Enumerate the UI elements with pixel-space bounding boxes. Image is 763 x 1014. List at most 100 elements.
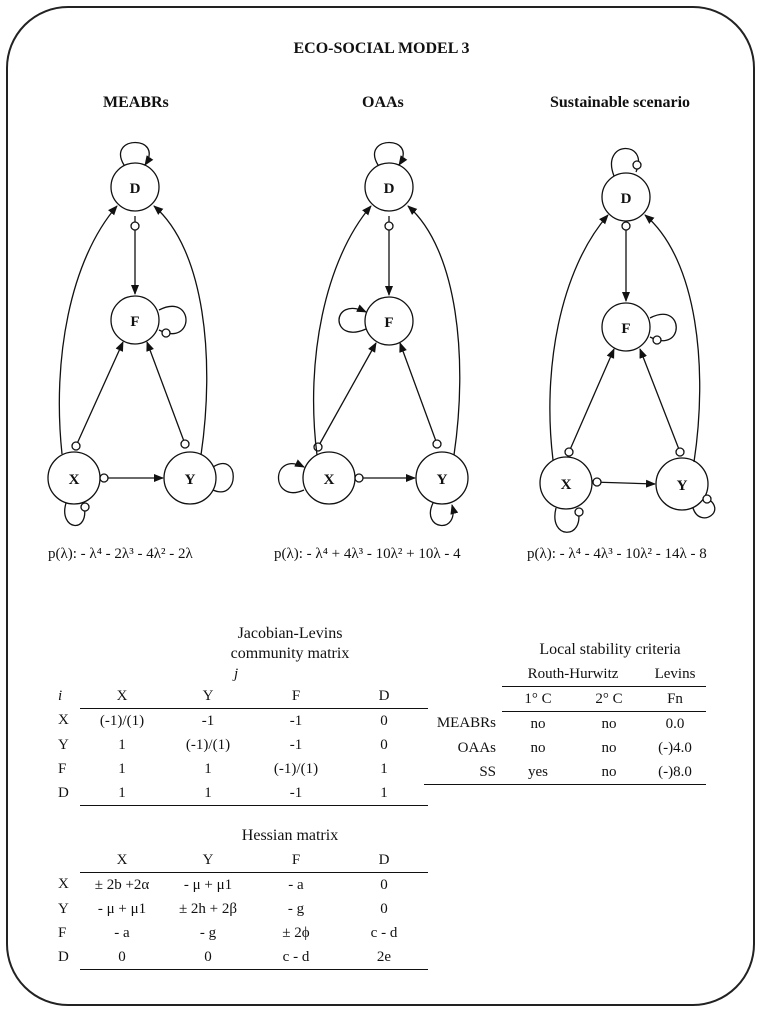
label-d: D [621,191,632,207]
col-header: Y [164,684,252,709]
table-row: D 0 0 c - d 2e [54,945,428,970]
tail-d-f [384,221,394,231]
edge-x-f [317,342,377,448]
loop-x [554,507,580,533]
loop-y [212,463,234,493]
tail-x-y [592,477,602,487]
row-label: SS [424,760,502,785]
row-label: Y [58,736,69,753]
label-d: D [130,181,141,197]
loop-d [374,141,408,166]
cell: ± 2b +2α [94,876,150,893]
col-header: X [80,684,164,709]
cell: - a [114,924,130,941]
table-row: X ± 2b +2α - μ + μ1 - a 0 [54,873,428,898]
table-row: SS yes no (-)8.0 [424,760,706,785]
row-label: Y [58,900,69,917]
table-row: X (-1)/(1) -1 -1 0 [54,709,428,734]
corner-cell [424,687,502,712]
label-x: X [324,472,335,488]
graph-sustainable [539,147,716,533]
stability-caption: Local stability criteria [539,641,681,658]
cell: no [530,715,546,732]
edge-y-d [644,214,701,463]
row-label: MEABRs [436,715,496,732]
group-routh-hurwitz: Routh-Hurwitz [502,662,644,687]
table-row: MEABRs no no 0.0 [424,712,706,737]
cell: c - d [252,945,340,970]
cell: c - d [370,924,398,941]
col-header: 1° C [502,686,574,712]
cell: ± 2ϕ [282,924,310,941]
table-row: D 1 1 -1 1 [54,781,428,806]
loop-y-tail [702,494,712,504]
row-label: D [58,948,69,965]
loop-x-tail [80,502,90,512]
node-y [655,457,709,511]
col-header: F [252,684,340,709]
label-f: F [384,315,393,331]
label-d: D [384,181,395,197]
cell: 0 [380,876,388,893]
hessian-caption: Hessian matrix [241,827,339,844]
cell: no [601,715,617,732]
polynomial-sustainable: p(λ): - λ⁴ - 4λ³ - 10λ² - 14λ - 8 [527,546,707,562]
cell: 1 [204,760,212,777]
tail-x-y [354,473,364,483]
cell: -1 [289,736,303,753]
loop-f [338,304,367,333]
label-y: Y [437,472,448,488]
node-f [364,296,414,346]
node-d [364,162,414,212]
cell: 1 [340,781,428,806]
stability-table: Routh-Hurwitz Levins 1° C 2° C Fn MEABRs… [424,662,706,785]
edge-x-y [591,479,656,488]
edge-x-d [549,214,609,461]
loop-y [429,502,459,527]
cell: no [574,760,644,785]
col-header: F [252,848,340,873]
loop-x-tail [574,507,584,517]
jacobian-row-index: i [58,687,63,704]
group-levins: Levins [644,662,706,687]
node-y [163,451,217,505]
cell: 1 [118,760,126,777]
hessian-header-row: X Y F D [54,848,428,873]
jacobian-col-index: j [234,666,239,682]
cell: 0 [380,712,388,729]
tail-x-y [99,473,109,483]
edge-x-f [75,341,124,447]
row-label: F [58,760,67,777]
cell: 0 [380,736,388,753]
table-row: Y - μ + μ1 ± 2h + 2β - g 0 [54,897,428,921]
row-label: X [58,712,69,729]
loop-x [64,502,86,527]
loop-f-tail [652,335,662,345]
stability-header-row: 1° C 2° C Fn [424,686,706,712]
cell: (-)4.0 [658,739,692,756]
node-f [601,302,651,352]
tail-x-f [71,441,81,451]
cell: ± 2h + 2β [178,900,238,917]
figure-title: ECO-SOCIAL MODEL 3 [293,40,470,57]
label-x: X [561,477,572,493]
label-y: Y [185,472,196,488]
table-row: Y 1 (-1)/(1) -1 0 [54,733,428,757]
cell: 0 [380,900,388,917]
cell: no [530,739,546,756]
edge-y-d [407,205,461,456]
cell: yes [502,760,574,785]
node-d [110,162,160,212]
row-label: X [58,876,69,893]
panel-title-sustainable: Sustainable scenario [550,94,691,111]
panel-title-meabrs: MEABRs [103,94,169,111]
jacobian-header-row: i X Y F D [54,684,428,709]
row-label: F [58,924,67,941]
cell: 0.0 [665,715,685,732]
loop-d [120,141,154,166]
col-header: Y [164,848,252,873]
tail-y-f [675,447,685,457]
cell: -1 [289,712,303,729]
cell: 1 [380,760,388,777]
edge-y-f [146,341,186,445]
